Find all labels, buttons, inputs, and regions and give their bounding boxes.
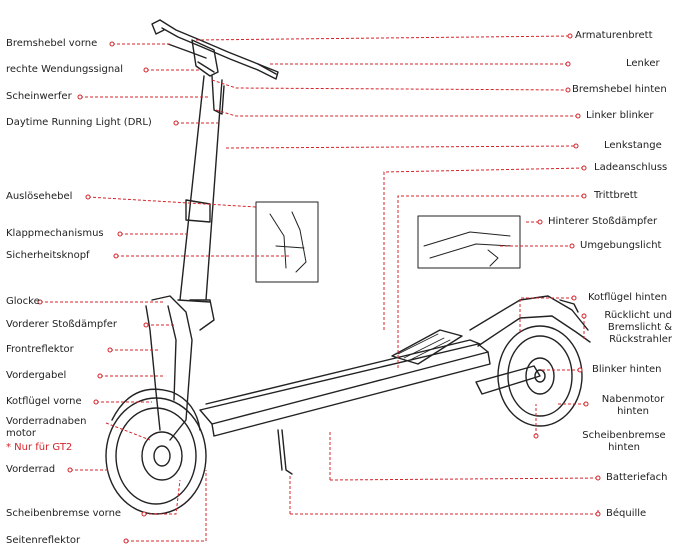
label-trittbrett: Trittbrett: [594, 190, 638, 201]
label-scheibenbremse-hinten: Scheibenbremse hinten: [582, 430, 666, 453]
label-kotfluegel-hinten: Kotflügel hinten: [588, 292, 668, 303]
label-glocke: Glocke: [6, 296, 40, 307]
label-vorderer-stossdaempfer: Vorderer Stoßdämpfer: [6, 319, 117, 330]
label-bremshebel-hinten: Bremshebel hinten: [572, 84, 667, 95]
label-vorderrad: Vorderrad: [6, 464, 56, 475]
label-scheibenbremse-vorne: Scheibenbremse vorne: [6, 508, 122, 519]
label-vordergabel: Vordergabel: [6, 370, 67, 381]
scooter-drawing: [105, 19, 591, 515]
label-scheinwerfer: Scheinwerfer: [6, 91, 72, 102]
label-drl: Daytime Running Light (DRL): [6, 117, 152, 128]
label-armaturenbrett: Armaturenbrett: [575, 30, 653, 41]
label-bequille: Béquille: [606, 508, 647, 519]
label-note-gt2: * Nur für GT2: [6, 442, 73, 453]
label-lenkstange: Lenkstange: [604, 140, 662, 151]
label-blinker-hinten: Blinker hinten: [592, 364, 662, 375]
label-umgebungslicht: Umgebungslicht: [580, 240, 662, 251]
leader-lines: [40, 35, 599, 542]
label-hinterer-stossdaempfer: Hinterer Stoßdämpfer: [548, 216, 658, 227]
label-linker-blinker: Linker blinker: [586, 110, 654, 121]
label-rechte-wendungssignal: rechte Wendungssignal: [6, 64, 124, 75]
leader-dots: [37, 33, 601, 544]
label-frontreflektor: Frontreflektor: [6, 344, 74, 355]
label-seitenreflektor: Seitenreflektor: [6, 535, 81, 546]
label-klappmechanismus: Klappmechanismus: [6, 228, 104, 239]
label-vorderradnabenmotor: Vorderradnaben motor: [6, 416, 87, 439]
label-nabenmotor-hinten: Nabenmotor hinten: [601, 394, 665, 417]
label-lenker: Lenker: [626, 58, 660, 69]
label-bremshebel-vorne: Bremshebel vorne: [6, 38, 98, 49]
label-sicherheitsknopf: Sicherheitsknopf: [6, 250, 90, 261]
label-ladeanschluss: Ladeanschluss: [594, 162, 668, 173]
label-batteriefach: Batteriefach: [606, 472, 668, 483]
label-kotfluegel-vorne: Kotflügel vorne: [6, 396, 82, 407]
label-ruecklicht: Rücklicht und Bremslicht & Rückstrahler: [604, 310, 672, 345]
label-ausloesehebel: Auslösehebel: [6, 191, 73, 202]
